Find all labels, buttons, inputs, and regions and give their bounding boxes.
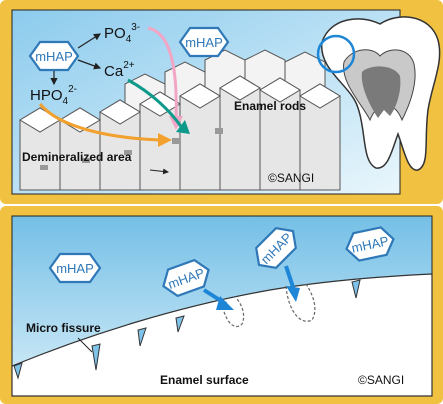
hex-badge-mhap-right: mHAP [178,26,230,58]
blue-arrow-2-head [286,286,300,302]
ion-hpo4: HPO42- [30,84,77,107]
enamel-rods [19,49,341,191]
bottom-panel: mHAP mHAP mHAP mHAP Micro fissure Enamel… [0,206,443,404]
copyright-top: ©SANGI [268,171,314,185]
orange-arrow-head [158,133,172,147]
label-enamel-rods: Enamel rods [234,99,306,113]
enamel-surface-shape [11,273,433,397]
dashed-fissure-1 [221,297,245,328]
hex-badge-mhap-1: mHAP [48,252,102,284]
fissure-pointer-line [77,337,93,353]
ion-arrows [50,33,102,86]
hex-badge-mhap-left: mHAP [28,40,80,72]
demin-pointer-arrow [149,168,169,175]
ion-po4: PO43- [104,22,140,45]
hex-badge-mhap-2: mHAP [162,258,210,298]
blue-arrow-1-head [216,296,234,310]
top-panel-illustration: mHAP mHAP PO43- Ca2+ HPO42- Enamel rods … [0,0,443,204]
teal-arrow-head [176,120,190,134]
blue-arrow-2 [284,265,296,291]
top-panel: mHAP mHAP PO43- Ca2+ HPO42- Enamel rods … [0,0,443,204]
hex-badge-left-label: mHAP [35,49,73,64]
dashed-fissure-2 [285,283,316,322]
label-demineralized-area: Demineralized area [22,150,132,164]
hex-badge-right-label: mHAP [185,35,223,50]
micro-fissures [13,279,361,380]
label-micro-fissure: Micro fissure [26,321,101,335]
hex-badge-mhap-4: mHAP [345,226,395,262]
hex-badge-1-label: mHAP [56,261,94,276]
tooth-illustration [321,16,441,171]
orange-arrow [38,103,161,142]
pink-arrow-head [169,116,183,130]
copyright-bottom: ©SANGI [358,373,404,387]
label-enamel-surface: Enamel surface [160,373,249,387]
teal-arrow [127,78,184,129]
magnify-circle-icon [316,34,356,74]
pink-arrow [147,26,178,121]
bottom-panel-illustration: mHAP mHAP mHAP mHAP Micro fissure Enamel… [0,206,443,404]
ion-ca: Ca2+ [104,60,135,80]
